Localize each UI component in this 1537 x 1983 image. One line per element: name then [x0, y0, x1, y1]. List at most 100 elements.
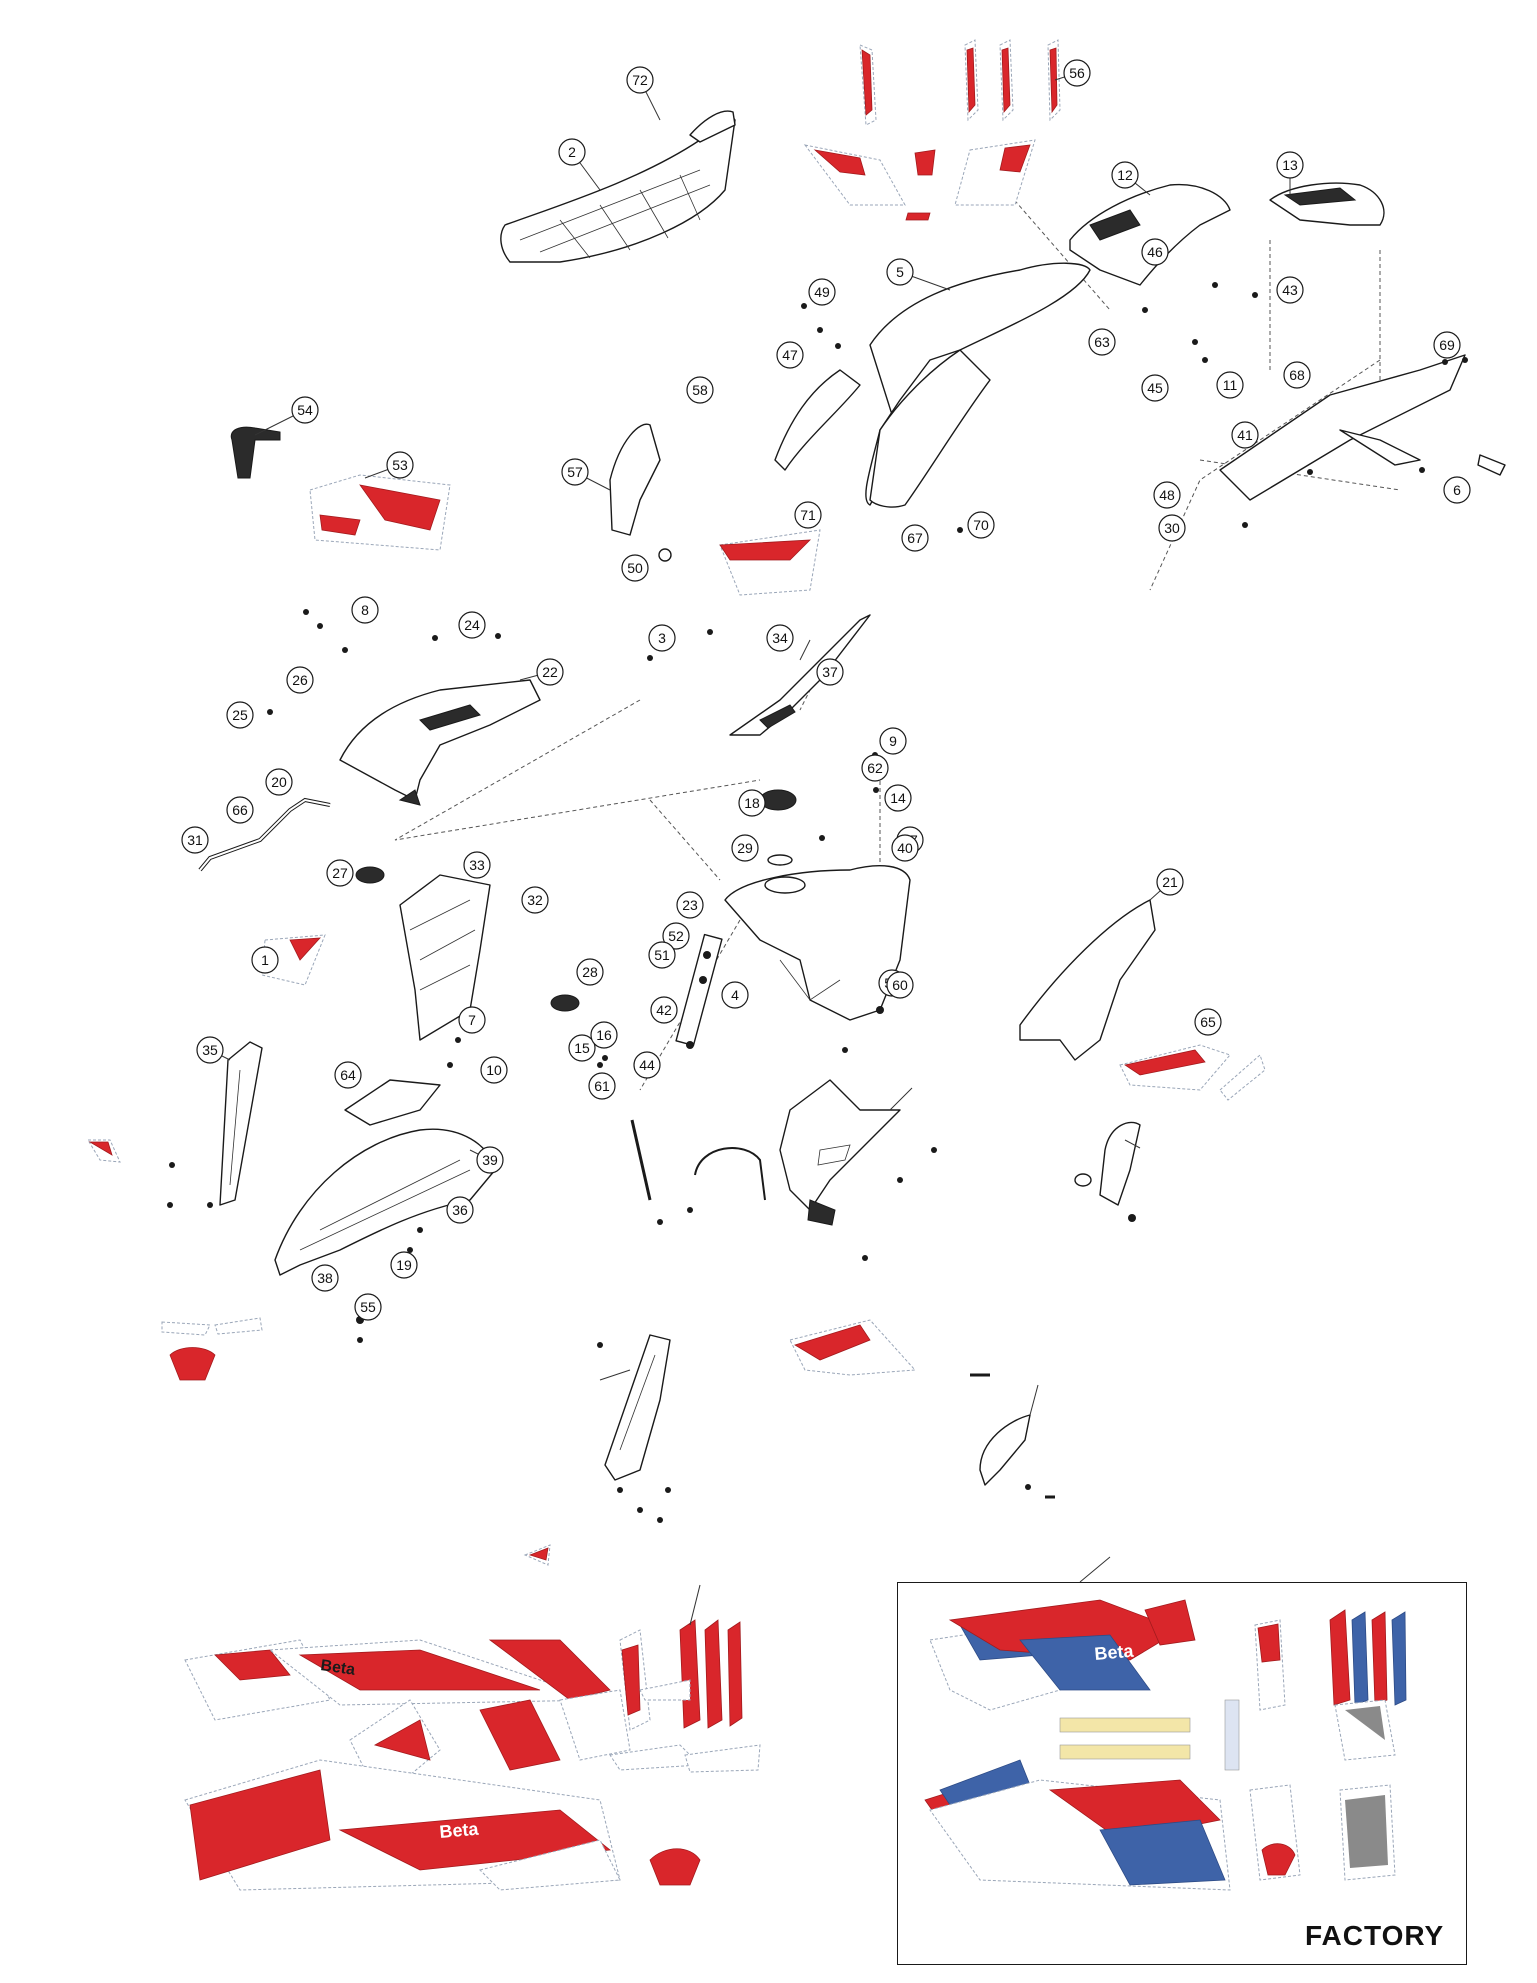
callout-label-62: 62 [867, 760, 883, 776]
callout-39: 39 [476, 1146, 504, 1174]
callout-label-36: 36 [452, 1202, 468, 1218]
callout-label-38: 38 [317, 1270, 333, 1286]
front-fender-part [274, 1079, 496, 1276]
callout-60: 60 [886, 971, 914, 999]
callout-label-44: 44 [639, 1057, 655, 1073]
right-shroud-part [1019, 899, 1156, 1061]
callout-label-35: 35 [202, 1042, 218, 1058]
callout-43: 43 [1276, 276, 1304, 304]
callout-label-24: 24 [464, 617, 480, 633]
fork-decal-59 [87, 1139, 121, 1163]
callout-9: 9 [879, 727, 907, 755]
callout-label-63: 63 [1094, 334, 1110, 350]
callout-label-42: 42 [656, 1002, 672, 1018]
callout-label-58: 58 [692, 382, 708, 398]
callout-46: 46 [1141, 238, 1169, 266]
callout-label-32: 32 [527, 892, 543, 908]
callout-69: 69 [1433, 331, 1461, 359]
callout-4: 4 [721, 981, 749, 1009]
callout-label-43: 43 [1282, 282, 1298, 298]
callout-42: 42 [650, 996, 678, 1024]
callout-48: 48 [1153, 481, 1181, 509]
callout-40: 40 [891, 834, 919, 862]
callout-2: 2 [558, 138, 586, 166]
callout-label-49: 49 [814, 284, 830, 300]
radiator-shroud-part [355, 866, 580, 1041]
kit-brand-text-2: Beta [319, 1657, 356, 1679]
factory-kit-label: FACTORY [1305, 1920, 1445, 1951]
side-decal-62 [1119, 1044, 1266, 1101]
callout-14: 14 [884, 784, 912, 812]
callout-1: 1 [251, 946, 279, 974]
callout-label-51: 51 [654, 947, 670, 963]
callout-36: 36 [446, 1196, 474, 1224]
callout-label-7: 7 [468, 1012, 476, 1028]
rear-fender-part [774, 262, 1091, 508]
callout-22: 22 [536, 658, 564, 686]
callout-56: 56 [1063, 59, 1091, 87]
callout-label-27: 27 [332, 865, 348, 881]
side-bracket-part [609, 423, 672, 562]
callout-31: 31 [181, 826, 209, 854]
fork-guard-part [219, 1041, 263, 1206]
callout-label-40: 40 [897, 840, 913, 856]
small-decal-37 [261, 934, 326, 986]
callout-label-50: 50 [627, 560, 643, 576]
callout-35: 35 [196, 1036, 224, 1064]
callout-54: 54 [291, 396, 319, 424]
callout-label-56: 56 [1069, 65, 1085, 81]
callout-label-29: 29 [737, 840, 753, 856]
callout-label-60: 60 [892, 977, 908, 993]
callout-15: 15 [568, 1034, 596, 1062]
fender-decal-60 [161, 1317, 263, 1381]
callout-16: 16 [590, 1021, 618, 1049]
callout-label-20: 20 [271, 774, 287, 790]
callout-45: 45 [1141, 374, 1169, 402]
callout-11: 11 [1216, 371, 1244, 399]
strap-part [230, 426, 281, 479]
callout-label-4: 4 [731, 987, 739, 1003]
callout-63: 63 [1088, 328, 1116, 356]
decal-kit-standard: Beta Beta [184, 1619, 761, 1891]
callout-label-71: 71 [800, 507, 816, 523]
brake-guard-part [970, 1373, 1055, 1499]
callout-label-64: 64 [340, 1067, 356, 1083]
callout-5: 5 [886, 258, 914, 286]
fuel-tank-part [724, 865, 911, 1021]
callout-26: 26 [286, 666, 314, 694]
callout-66: 66 [226, 796, 254, 824]
hardware-dots [167, 282, 1468, 1523]
callout-23: 23 [676, 891, 704, 919]
callout-33: 33 [463, 851, 491, 879]
callout-58: 58 [686, 376, 714, 404]
callout-label-9: 9 [889, 733, 897, 749]
callout-34: 34 [766, 624, 794, 652]
callout-label-14: 14 [890, 790, 906, 806]
callout-29: 29 [731, 834, 759, 862]
rear-panel-part [604, 1334, 671, 1481]
callout-27: 27 [326, 859, 354, 887]
callout-18: 18 [738, 789, 766, 817]
callout-label-6: 6 [1453, 482, 1461, 498]
callout-10: 10 [480, 1056, 508, 1084]
callout-label-55: 55 [360, 1299, 376, 1315]
callout-61: 61 [588, 1072, 616, 1100]
callout-label-66: 66 [232, 802, 248, 818]
callout-label-53: 53 [392, 457, 408, 473]
callout-44: 44 [633, 1051, 661, 1079]
callout-47: 47 [776, 341, 804, 369]
callout-label-13: 13 [1282, 157, 1298, 173]
callout-label-67: 67 [907, 530, 923, 546]
callout-28: 28 [576, 958, 604, 986]
callout-label-5: 5 [896, 264, 904, 280]
callout-53: 53 [386, 451, 414, 479]
callout-label-57: 57 [567, 464, 583, 480]
callout-label-37: 37 [822, 664, 838, 680]
callout-65: 65 [1194, 1008, 1222, 1036]
fuel-valve-part [675, 933, 723, 1049]
callout-38: 38 [311, 1264, 339, 1292]
callout-label-52: 52 [668, 928, 684, 944]
callout-label-72: 72 [632, 72, 648, 88]
callout-label-41: 41 [1237, 427, 1253, 443]
